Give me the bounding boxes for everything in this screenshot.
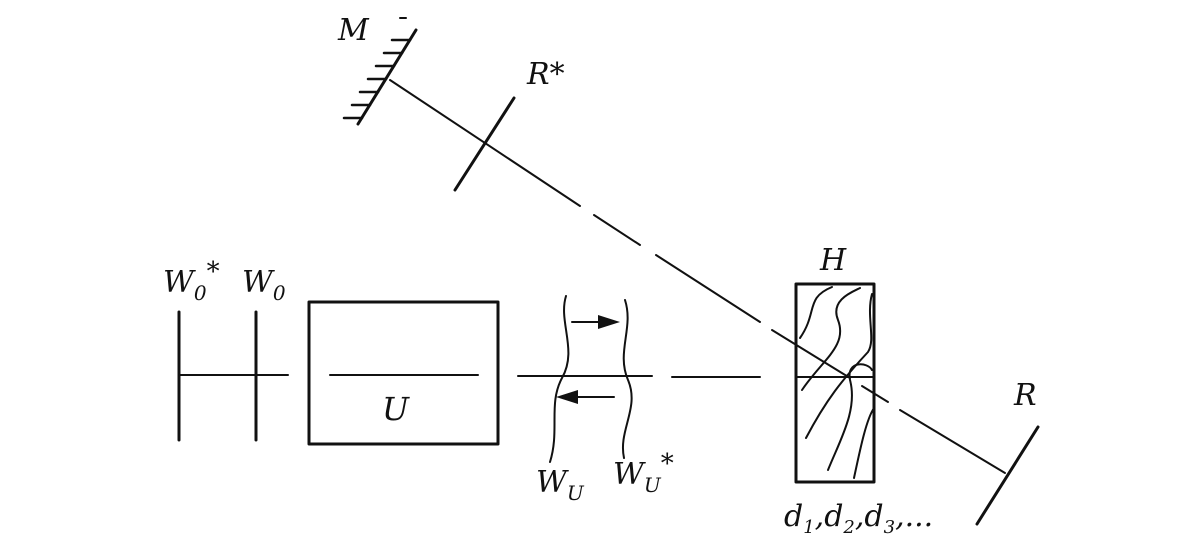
reference-label: R xyxy=(1013,378,1037,413)
object-wave-label: W0 xyxy=(242,265,286,305)
fringe-spacing-label: d1,d2,d3,... xyxy=(784,499,933,538)
hologram-fringes xyxy=(799,286,875,479)
reference-beam xyxy=(389,79,1006,474)
mirror-hatching xyxy=(342,38,412,120)
labels: M R* H R U W0* W0 WU WU* d1,d2,d3,... xyxy=(163,13,1037,538)
wave-u-star-label: WU* xyxy=(613,449,674,497)
reference-star-plate xyxy=(453,96,516,192)
hologram xyxy=(794,282,876,484)
medium-box xyxy=(307,300,500,446)
reference-plate xyxy=(975,425,1040,526)
wave-u-label: WU xyxy=(536,465,585,505)
hologram-label: H xyxy=(819,243,847,278)
object-wave-star-label: W0* xyxy=(163,257,220,305)
optical-axis xyxy=(178,374,875,378)
mirror-m xyxy=(342,17,418,126)
wave-u-star-front xyxy=(621,299,633,459)
mirror-label: M xyxy=(337,13,370,48)
reference-star-label: R* xyxy=(526,57,565,92)
medium-label: U xyxy=(382,390,410,428)
arrow-right-head xyxy=(598,315,620,329)
wave-fronts xyxy=(549,295,633,463)
wave-u-front xyxy=(549,295,570,463)
arrow-left-head xyxy=(556,390,578,404)
